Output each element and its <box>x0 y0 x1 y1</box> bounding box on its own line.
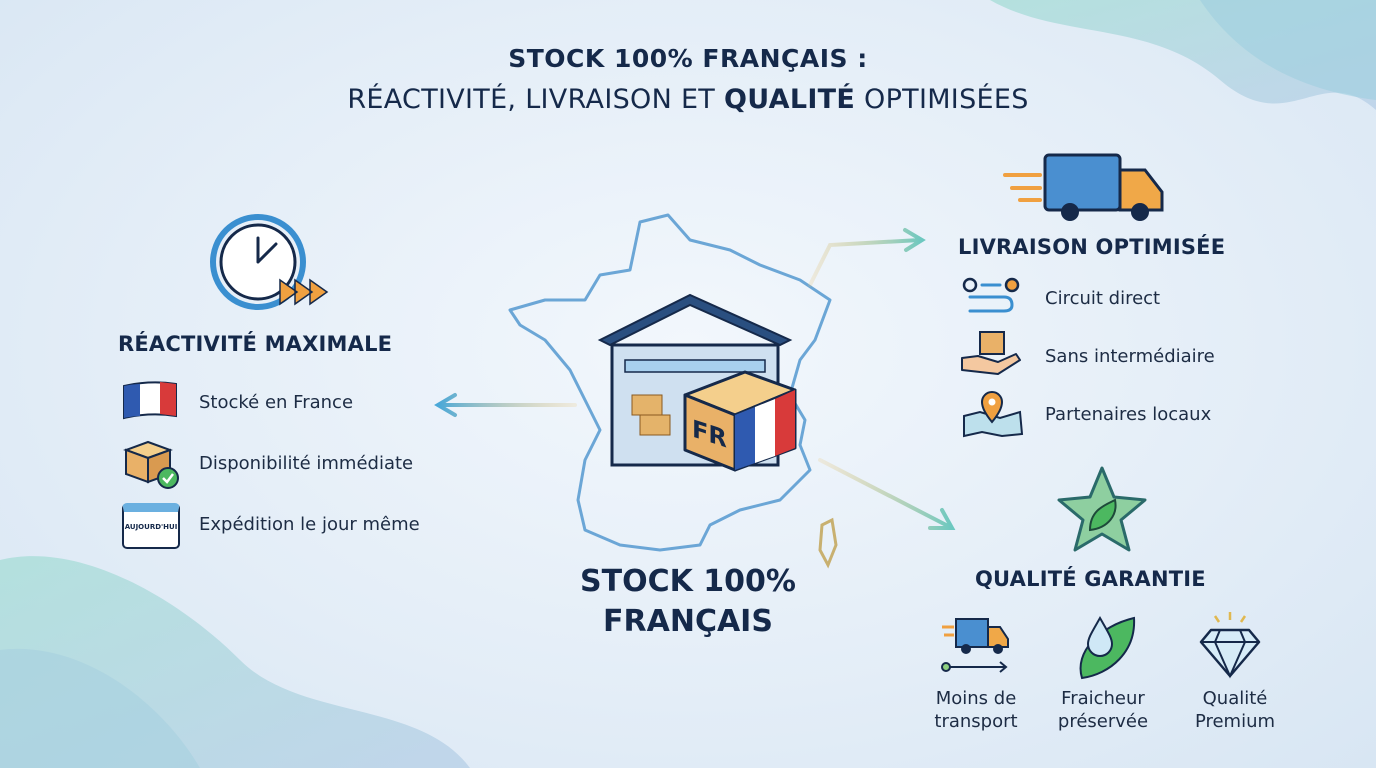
truck-icon <box>941 618 1009 673</box>
title-bold-part: QUALITÉ <box>723 84 856 115</box>
route-icon <box>962 277 1020 313</box>
french-flag-icon <box>123 381 177 420</box>
center-title: STOCK 100% FRANÇAIS <box>488 562 888 642</box>
center-line2: FRANÇAIS <box>603 604 773 639</box>
arrow-left <box>434 393 577 417</box>
item-line1: Fraicheur <box>1061 688 1145 709</box>
calendar-icon: AUJOURD'HUI <box>122 503 180 549</box>
item-line2: Premium <box>1194 711 1276 732</box>
page-title-line2: RÉACTIVITÉ, LIVRAISON ET QUALITÉ OPTIMIS… <box>0 84 1376 115</box>
item-label: Disponibilité immédiate <box>199 453 414 474</box>
item-label: Stocké en France <box>199 392 354 413</box>
title-part: RÉACTIVITÉ, LIVRAISON ET <box>347 84 724 115</box>
hand-package-icon <box>961 331 1021 375</box>
heading-livraison: LIVRAISON OPTIMISÉE <box>958 235 1226 259</box>
item-line1: Moins de <box>935 688 1017 709</box>
leaf-drop-icon <box>1079 615 1136 680</box>
item-label: Expédition le jour même <box>199 514 420 535</box>
item-label: Partenaires locaux <box>1045 404 1212 425</box>
heading-qualite: QUALITÉ GARANTIE <box>975 567 1206 591</box>
map-pin-icon <box>963 391 1024 438</box>
delivery-truck-icon <box>1003 153 1164 221</box>
item-label: Circuit direct <box>1045 288 1161 309</box>
item-line1: Qualité <box>1202 688 1268 709</box>
diamond-icon <box>1199 612 1261 679</box>
arrow-top-right <box>808 228 926 287</box>
item-line2: préservée <box>1057 711 1149 732</box>
item-label: Sans intermédiaire <box>1045 346 1215 367</box>
item-line2: transport <box>934 711 1018 732</box>
heading-reactivite: RÉACTIVITÉ MAXIMALE <box>118 332 393 356</box>
page-title-line1: STOCK 100% FRANÇAIS : <box>508 44 868 73</box>
center-line1: STOCK 100% <box>580 564 796 599</box>
clock-icon <box>210 214 329 310</box>
title-part: OPTIMISÉES <box>855 84 1029 115</box>
star-leaf-icon <box>1057 466 1147 552</box>
arrow-bottom-right <box>818 458 956 530</box>
fr-box-icon <box>683 370 797 472</box>
box-check-icon <box>123 440 179 489</box>
